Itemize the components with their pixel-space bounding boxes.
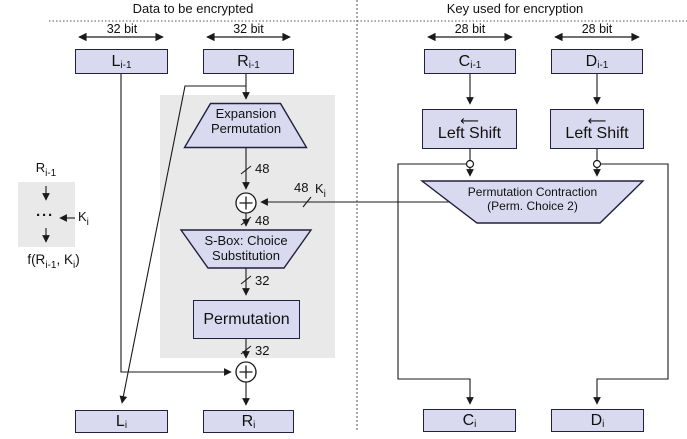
data-wires (119, 73, 449, 406)
left-shift-arrow-icon: ⟵ (587, 113, 607, 129)
legend-dots: ··· (36, 207, 54, 224)
permutation-contraction-label: Permutation Contraction (Perm. Choice 2) (467, 185, 598, 213)
sbox-block (179, 229, 313, 269)
left-shift-d-label: Left Shift (565, 124, 629, 142)
legend-f-output: f(Ri-1, Ki) (27, 252, 80, 271)
legend-subkey: Ki (78, 209, 89, 228)
expansion-permutation-label: Expansion Permutation (210, 106, 282, 136)
slash-ticks (240, 165, 312, 355)
left-shift-arrow-icon: ⟵ (460, 113, 479, 129)
header-data-section: Data to be encrypted (132, 1, 254, 16)
xor1-node (235, 192, 257, 214)
expansion-permutation-block (183, 102, 308, 149)
bitwidth-c-prev: 28 bit (454, 22, 486, 36)
left-shift-c-block: ⟵ Left Shift (422, 109, 517, 149)
bitwidth-d-prev: 28 bit (581, 22, 613, 36)
permutation-block: Permutation (193, 300, 300, 339)
left-shift-c-label: Left Shift (437, 124, 502, 142)
bitwidth-r-prev: 32 bit (233, 22, 264, 36)
left-shift-d-block: ⟵ Left Shift (550, 109, 644, 149)
header-key-section: Key used for encryption (446, 1, 584, 16)
wire-label-expansion-out: 48 (255, 161, 270, 176)
branch-node-d (592, 159, 602, 169)
xor2-node (235, 361, 257, 383)
branch-node-c (465, 159, 475, 169)
wire-label-sbox-out: 32 (255, 273, 270, 288)
legend-r-prev: Ri-1 (35, 160, 57, 179)
bitwidth-l-prev: 32 bit (106, 22, 138, 36)
wire-label-key-in: 48 (294, 180, 309, 195)
sbox-label: S-Box: Choice Substitution (204, 233, 288, 263)
wire-label-xor1-out: 48 (255, 213, 270, 228)
wire-label-subkey: Ki (315, 181, 326, 200)
legend-wires (42, 186, 75, 243)
section-dividers (49, 0, 687, 430)
wire-label-permutation-out: 32 (255, 343, 270, 358)
key-wires (397, 73, 669, 405)
permutation-contraction-block (419, 180, 645, 224)
